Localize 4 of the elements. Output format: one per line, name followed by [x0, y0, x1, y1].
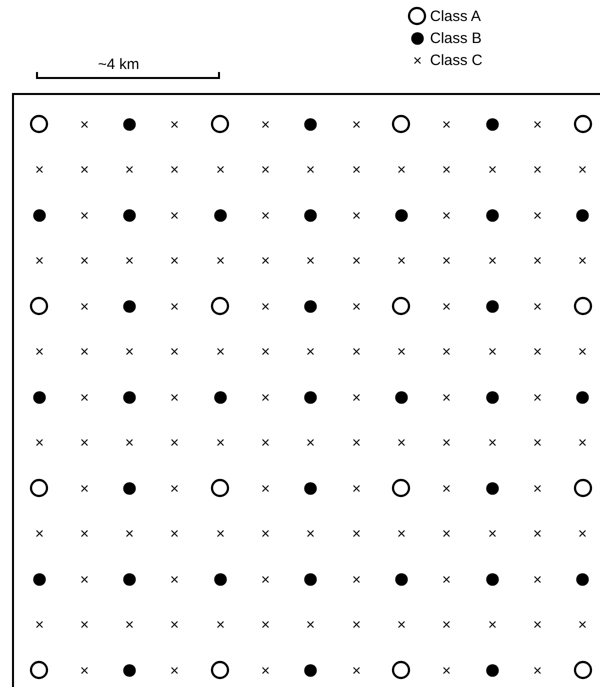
- legend-label: Class A: [430, 8, 481, 24]
- scale-label: ~4 km: [98, 56, 140, 73]
- legend-label: Class C: [430, 52, 483, 68]
- legend-label: Class B: [430, 30, 482, 46]
